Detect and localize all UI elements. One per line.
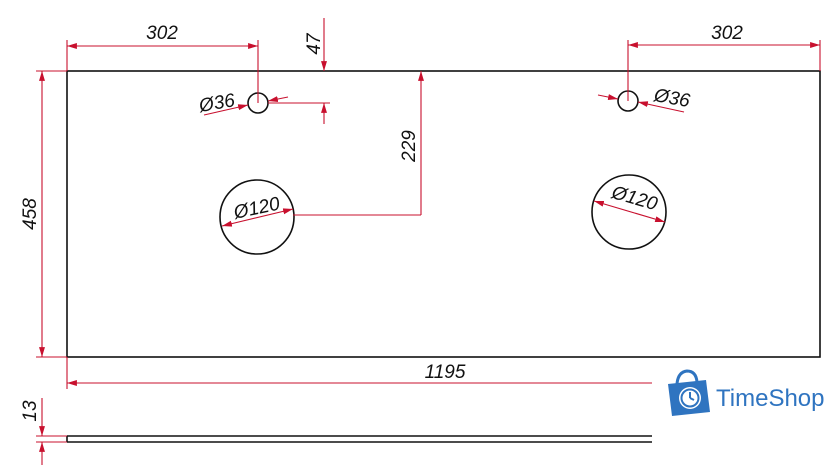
large-hole-right — [591, 174, 667, 250]
dim-top-left-302 — [66, 40, 259, 103]
dim-label-small-right: Ø36 — [651, 85, 691, 112]
dim-thickness-13 — [36, 398, 67, 465]
leader-small-hole-left — [203, 96, 289, 116]
dim-offset-47 — [268, 18, 330, 124]
countertop-outline — [66, 70, 821, 358]
dim-label-1195: 1195 — [425, 362, 466, 383]
dim-top-right-302 — [627, 40, 821, 101]
side-view-strip — [66, 435, 652, 443]
leader-small-hole-right — [597, 94, 685, 113]
dim-width-1195 — [66, 357, 652, 389]
leader-large-hole-left — [221, 208, 294, 227]
shopping-bag-clock-icon — [668, 369, 710, 416]
leader-large-hole-right — [593, 200, 666, 223]
large-hole-left — [219, 179, 295, 255]
dim-label-top-left: 302 — [146, 23, 178, 44]
dim-depth-458 — [36, 70, 67, 358]
dim-label-47: 47 — [304, 32, 325, 55]
dim-offset-229 — [293, 71, 424, 216]
brand-name: TimeShop — [716, 385, 825, 412]
dim-label-13: 13 — [20, 400, 41, 422]
dim-label-top-right: 302 — [711, 23, 743, 44]
dim-label-229: 229 — [399, 130, 420, 163]
dim-label-small-left: Ø36 — [197, 90, 237, 117]
dim-label-large-left: Ø120 — [231, 193, 282, 224]
dim-label-large-right: Ø120 — [608, 182, 660, 215]
timeshop-logo: TimeShop — [668, 369, 825, 416]
dim-label-458: 458 — [20, 198, 41, 230]
